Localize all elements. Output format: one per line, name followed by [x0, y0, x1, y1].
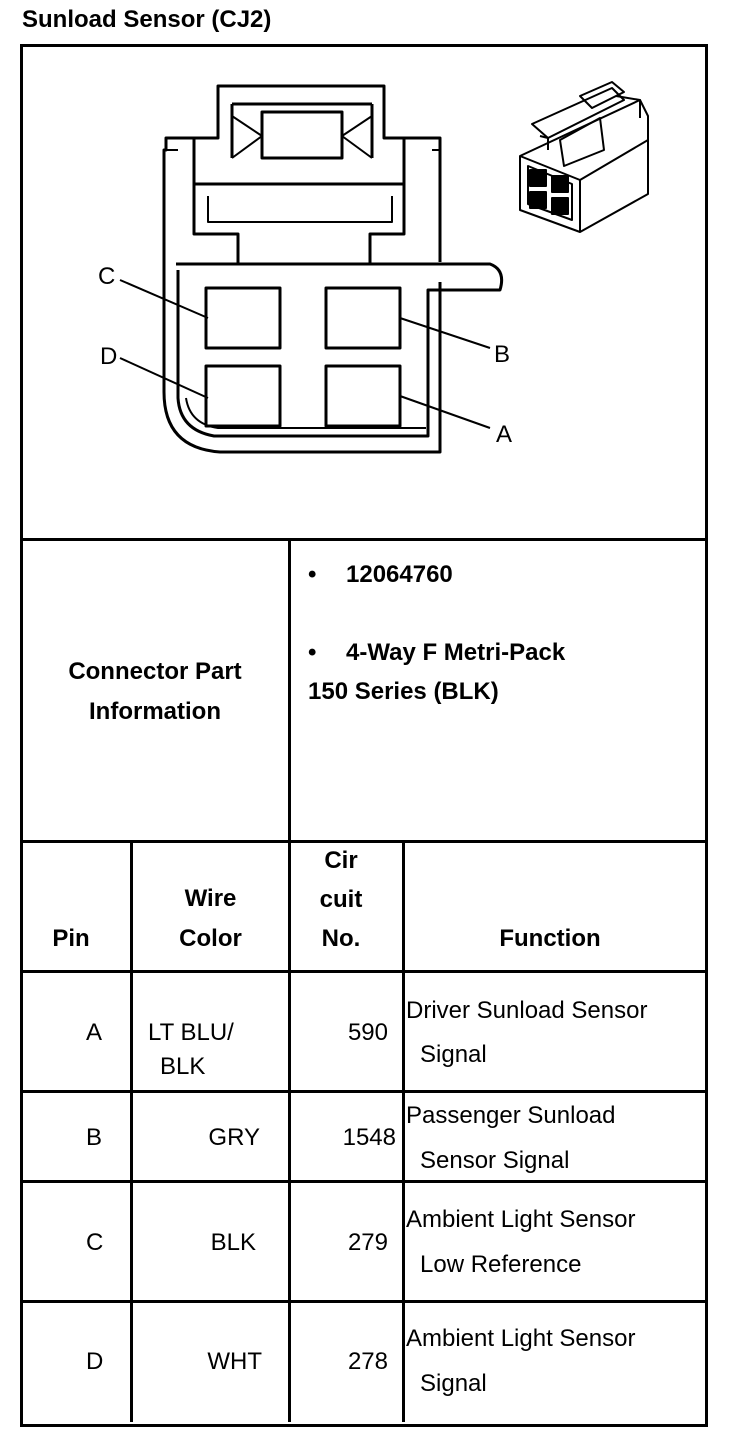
header-wire-color-line2: Color	[179, 925, 242, 952]
row-c-function-line2: Low Reference	[420, 1251, 582, 1278]
row-a-wire-color-line1: LT BLU/	[148, 1019, 234, 1046]
row-a-function-line2: Signal	[420, 1041, 487, 1068]
page-title: Sunload Sensor (CJ2)	[22, 6, 272, 33]
row-c-function-line1: Ambient Light Sensor	[406, 1206, 636, 1233]
header-function: Function	[499, 925, 601, 952]
divider-header	[20, 970, 708, 973]
divider-row-c	[20, 1300, 708, 1303]
divider-info-column	[288, 540, 291, 840]
header-pin: Pin	[52, 925, 90, 952]
row-a-function-line1: Driver Sunload Sensor	[406, 997, 648, 1024]
divider-row-a	[20, 1090, 708, 1093]
row-b-function-line1: Passenger Sunload	[406, 1102, 616, 1129]
connector-info-label-line2: Information	[89, 698, 221, 725]
row-a-pin: A	[86, 1019, 103, 1046]
row-d-function-line1: Ambient Light Sensor	[406, 1325, 636, 1352]
pin-label-b: B	[494, 341, 510, 368]
row-b-wire-color: GRY	[208, 1124, 260, 1151]
row-d-wire-color: WHT	[207, 1348, 262, 1375]
connector-description-line1: 4-Way F Metri-Pack	[346, 639, 566, 666]
pin-label-d: D	[100, 343, 117, 370]
pin-label-a: A	[496, 421, 512, 448]
divider-connector-info	[20, 840, 708, 843]
row-d-pin: D	[86, 1348, 104, 1375]
row-c-circuit: 279	[347, 1229, 388, 1256]
header-circuit-line2: cuit	[319, 886, 363, 913]
connector-table-frame	[20, 44, 708, 1427]
row-d-function-line2: Signal	[420, 1370, 487, 1397]
connector-3d-icon	[519, 81, 649, 233]
header-circuit-line3: No.	[321, 925, 361, 952]
header-circuit-line1: Cir	[324, 847, 358, 874]
row-a-circuit: 590	[347, 1019, 388, 1046]
row-a-wire-color-line2: BLK	[160, 1053, 206, 1080]
pin-label-c: C	[98, 263, 115, 290]
divider-pin-column	[130, 842, 133, 1422]
part-number: 12064760	[346, 561, 453, 588]
connector-info-label-line1: Connector Part	[68, 658, 242, 685]
row-b-circuit: 1548	[342, 1124, 396, 1151]
divider-diagram	[20, 538, 708, 541]
header-wire-color-line1: Wire	[184, 885, 237, 912]
divider-row-b	[20, 1180, 708, 1183]
row-d-circuit: 278	[347, 1348, 388, 1375]
row-b-function-line2: Sensor Signal	[420, 1147, 570, 1174]
row-c-wire-color: BLK	[210, 1229, 256, 1256]
divider-wire-column	[288, 842, 291, 1422]
row-b-pin: B	[86, 1124, 103, 1151]
row-c-pin: C	[86, 1229, 104, 1256]
bullet-2: •	[308, 639, 317, 666]
connector-description-line2: 150 Series (BLK)	[308, 678, 499, 705]
bullet-1: •	[308, 561, 317, 588]
divider-circuit-column	[402, 842, 405, 1422]
connector-face-diagram: C D B A	[98, 81, 649, 454]
